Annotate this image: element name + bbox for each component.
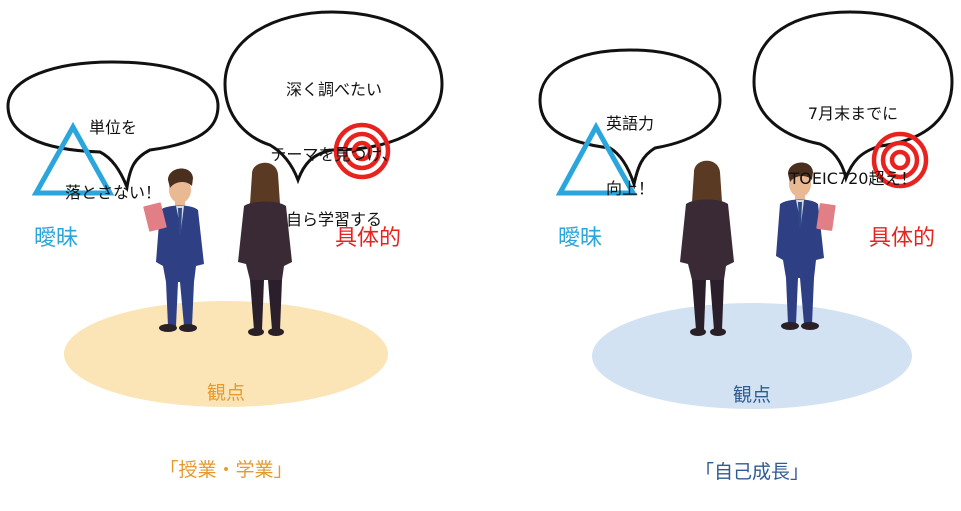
speech-bubble-right-large: [752, 10, 954, 184]
perspective-name: 「自己成長」: [694, 461, 809, 484]
perspective-label-right: 観点 「自己成長」: [652, 332, 852, 511]
triangle-icon-right: [555, 121, 638, 196]
speech-bubble-left-large: [223, 10, 444, 185]
bubble-line: TOEIC720超え！: [789, 168, 917, 188]
bubble-text-left-small: 単位を 落とさない！: [33, 74, 193, 225]
triangle-icon-left: [31, 121, 115, 196]
perspective-name: 「授業・学業」: [159, 459, 293, 482]
person-man-left: [143, 168, 204, 332]
bubble-line: テーマを見つけ、: [270, 144, 398, 164]
person-woman-right: [680, 160, 734, 336]
bubble-line: 英語力: [605, 114, 654, 134]
vague-label-left: 曖昧: [33, 226, 78, 251]
speech-bubble-left-small: [6, 60, 220, 193]
perspective-title: 観点: [206, 382, 245, 405]
bubble-text-right-large: 7月末までに TOEIC720超え！: [768, 60, 938, 211]
vague-label-right: 曖昧: [557, 226, 602, 251]
bubble-line: 7月末までに: [807, 104, 899, 124]
concrete-label-right: 具体的: [868, 226, 935, 251]
bubble-line: 自ら学習する: [285, 209, 382, 229]
perspective-title: 観点: [732, 384, 771, 407]
perspective-ellipse-left: [64, 301, 388, 407]
target-icon-left: [333, 122, 391, 180]
bubble-text-right-small: 英語力 向上！: [560, 70, 700, 221]
bubble-line: 単位を: [88, 118, 137, 138]
bubble-line: 深く調べたい: [285, 80, 382, 100]
scene: [6, 10, 954, 409]
concrete-label-left: 具体的: [334, 226, 401, 251]
speech-bubble-right-small: [538, 48, 722, 190]
perspective-label-left: 観点 「授業・学業」: [126, 330, 326, 509]
bubble-line: 落とさない！: [64, 182, 161, 202]
bubble-text-left-large: 深く調べたい テーマを見つけ、 自ら学習する: [248, 36, 420, 252]
target-icon-right: [871, 131, 929, 189]
bubble-line: 向上！: [605, 178, 654, 198]
person-woman-left: [238, 162, 292, 336]
perspective-ellipse-right: [592, 303, 912, 409]
person-man-right: [776, 162, 836, 330]
